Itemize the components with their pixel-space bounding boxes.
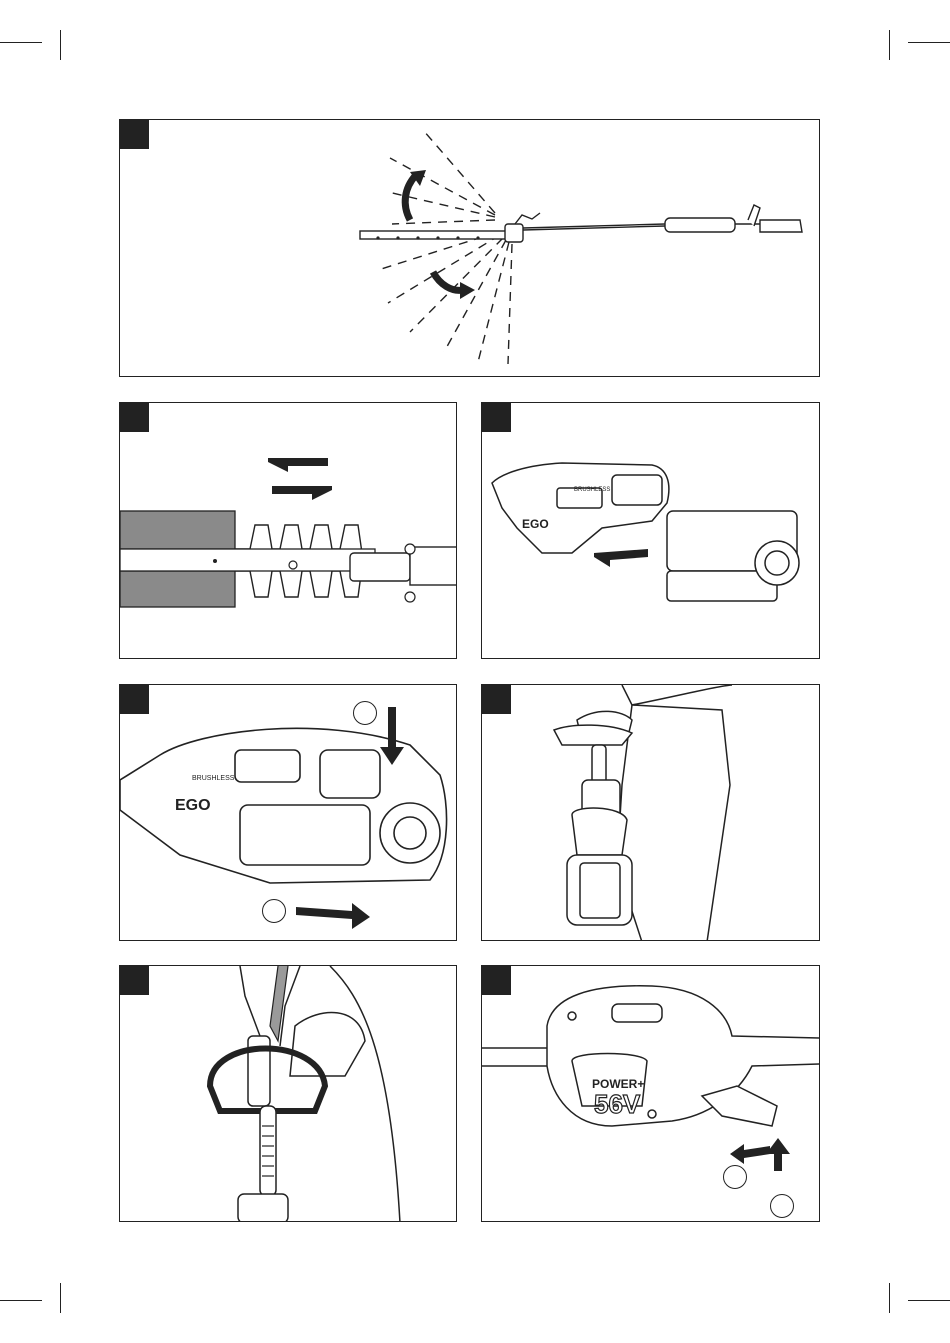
crop-mark-top-right-v	[889, 30, 890, 60]
crop-mark-top-left-v	[60, 30, 61, 60]
battery-insert-illustration: BRUSHLESS EGO	[482, 403, 820, 659]
callout-2	[770, 1194, 794, 1218]
panel-battery-remove: BRUSHLESS EGO	[119, 684, 457, 941]
right-arrow-icon	[272, 486, 332, 500]
crop-mark-top-right-h	[908, 42, 950, 43]
trigger-arrow-icon	[766, 1138, 790, 1171]
ego-logo-text: EGO	[175, 797, 211, 814]
crop-mark-bottom-right-h	[908, 1300, 950, 1301]
crop-mark-top-left-h	[0, 42, 42, 43]
switch-illustration: POWER+ 56V	[482, 966, 820, 1222]
blade-cover-illustration	[120, 403, 457, 659]
left-arrow-icon	[268, 458, 328, 472]
hedge-trimmer-angle-illustration	[120, 120, 820, 377]
panel-battery-insert: BRUSHLESS EGO	[481, 402, 820, 659]
panel-carry	[481, 684, 820, 941]
crop-mark-bottom-left-h	[0, 1300, 42, 1301]
brushless-label: BRUSHLESS	[192, 775, 235, 782]
lock-off-arrow-icon	[730, 1144, 770, 1164]
battery-remove-illustration: BRUSHLESS EGO	[120, 685, 457, 941]
panel-blade	[119, 402, 457, 659]
callout-2	[262, 899, 286, 923]
ego-logo-text: EGO	[522, 517, 549, 531]
blade-cover-bottom	[120, 571, 235, 607]
down-arrow-icon	[433, 272, 463, 290]
panel-shoulder-strap	[119, 965, 457, 1222]
panel-switch: POWER+ 56V	[481, 965, 820, 1222]
left-arrow-icon	[594, 549, 648, 567]
voltage-badge: 56V	[594, 1089, 641, 1119]
blade-cover-top	[120, 511, 235, 549]
callout-1	[353, 701, 377, 725]
callout-1	[723, 1165, 747, 1189]
right-arrow-icon	[296, 903, 370, 929]
brushless-label: BRUSHLESS	[574, 487, 610, 493]
carrying-illustration	[482, 685, 820, 941]
panel-overview	[119, 119, 820, 377]
strap-illustration	[120, 966, 457, 1222]
crop-mark-bottom-left-v	[60, 1283, 61, 1313]
crop-mark-bottom-right-v	[889, 1283, 890, 1313]
